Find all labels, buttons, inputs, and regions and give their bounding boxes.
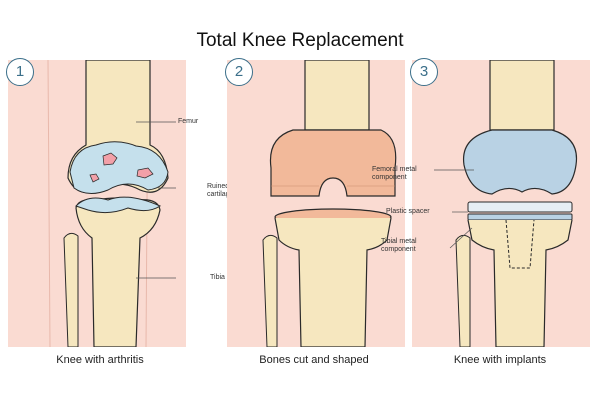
femur-cut-surface [269, 129, 397, 197]
tibia-bone [274, 217, 392, 347]
label-tibial-line1: Tibial metal [381, 238, 417, 245]
fibula-bone [63, 232, 79, 347]
label-cartilage-line1: Ruined [207, 183, 230, 190]
step-number: 1 [6, 58, 34, 86]
label-spacer: Plastic spacer [386, 208, 430, 215]
step-number: 2 [225, 58, 253, 86]
label-femoral-line2: component [372, 174, 407, 181]
femoral-metal-component [462, 129, 578, 195]
caption-panel-2: Bones cut and shaped [259, 354, 369, 366]
label-tibial-line2: component [381, 246, 416, 253]
label-femur: Femur [178, 118, 199, 125]
label-femoral-line1: Femoral metal [372, 166, 417, 173]
tibia-cartilage [75, 196, 162, 214]
tibial-stem [505, 219, 535, 269]
diagram-title: Total Knee Replacement [196, 30, 404, 51]
label-tibia: Tibia [210, 274, 225, 281]
femur-bone [489, 60, 555, 131]
tibial-metal-component [467, 213, 573, 221]
plastic-spacer [467, 201, 573, 213]
panel-bones-cut: 2 [225, 58, 405, 347]
damage-spots [89, 152, 154, 183]
fibula-bone [455, 234, 471, 347]
knee-arthritis-illustration [8, 60, 186, 347]
knee-implants-illustration [412, 60, 590, 347]
tibia-bone [467, 219, 573, 347]
caption-panel-1: Knee with arthritis [56, 354, 144, 366]
step-number: 3 [410, 58, 438, 86]
femur-bone [304, 60, 370, 131]
label-cartilage-line2: cartilage [207, 191, 234, 198]
knee-cut-illustration [227, 60, 405, 347]
fibula-bone [262, 234, 278, 347]
caption-panel-3: Knee with implants [453, 354, 547, 366]
panel-implants: 3 [410, 58, 590, 347]
panel-arthritis: 1 Femur [6, 58, 198, 347]
